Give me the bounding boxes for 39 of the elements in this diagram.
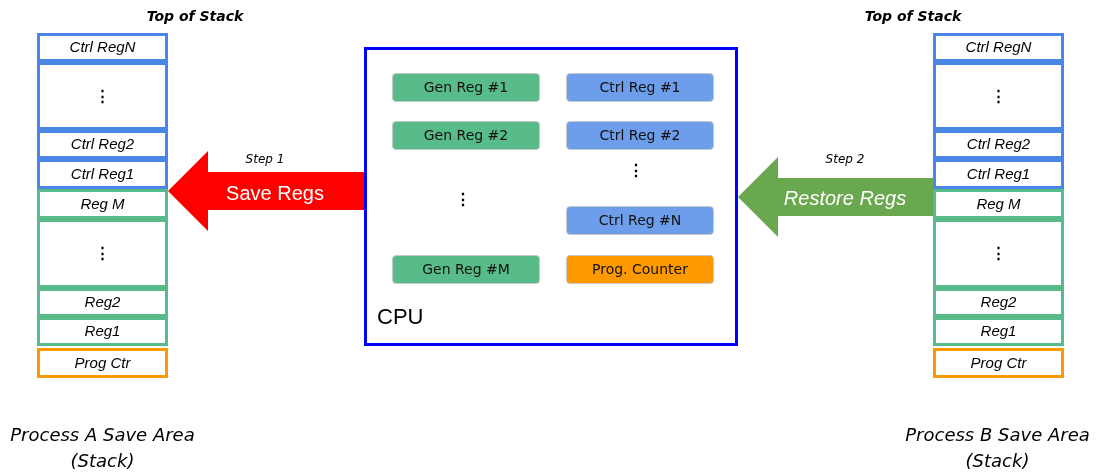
- stack-cell: Reg2: [933, 288, 1064, 317]
- register-box: Gen Reg #2: [392, 121, 540, 150]
- register-box: Ctrl Reg #1: [566, 73, 714, 102]
- stack-cell: Prog Ctr: [933, 348, 1064, 378]
- caption: Process B Save Area (Stack): [904, 423, 1091, 473]
- register-box: Gen Reg #M: [392, 255, 540, 284]
- stack-cell: Reg2: [37, 288, 168, 317]
- text-label: Step 1: [244, 151, 286, 168]
- stack-cell: Ctrl RegN: [37, 33, 168, 62]
- block-arrow: [738, 157, 933, 237]
- stack-cell: Ctrl Reg1: [933, 159, 1064, 189]
- stack-cell: Reg M: [933, 189, 1064, 219]
- stack-cell: ⋮: [37, 62, 168, 130]
- register-box: Gen Reg #1: [392, 73, 540, 102]
- block-arrow: [168, 151, 364, 231]
- register-box: Prog. Counter: [566, 255, 714, 284]
- cpu-label: CPU: [377, 303, 424, 331]
- text-label: Step 2: [824, 151, 866, 168]
- edge-label: Restore Regs: [782, 186, 908, 211]
- register-box: Ctrl Reg #2: [566, 121, 714, 150]
- text-label: Top of Stack: [863, 7, 963, 26]
- stack-cell: Reg M: [37, 189, 168, 219]
- ellipsis-label: ⋮: [454, 190, 472, 210]
- cpu-box: [364, 47, 738, 346]
- stack-cell: ⋮: [933, 219, 1064, 288]
- ellipsis-label: ⋮: [627, 161, 645, 181]
- register-box: Ctrl Reg #N: [566, 206, 714, 235]
- stack-cell: Ctrl Reg2: [37, 130, 168, 159]
- text-label: Top of Stack: [145, 7, 245, 26]
- stack-cell: Ctrl Reg1: [37, 159, 168, 189]
- stack-cell: Ctrl Reg2: [933, 130, 1064, 159]
- caption: Process A Save Area (Stack): [9, 423, 196, 473]
- stack-cell: Reg1: [37, 317, 168, 346]
- stack-cell: Reg1: [933, 317, 1064, 346]
- stack-cell: ⋮: [37, 219, 168, 288]
- stack-cell: Prog Ctr: [37, 348, 168, 378]
- stack-cell: ⋮: [933, 62, 1064, 130]
- edge-label: Save Regs: [225, 181, 325, 206]
- stack-cell: Ctrl RegN: [933, 33, 1064, 62]
